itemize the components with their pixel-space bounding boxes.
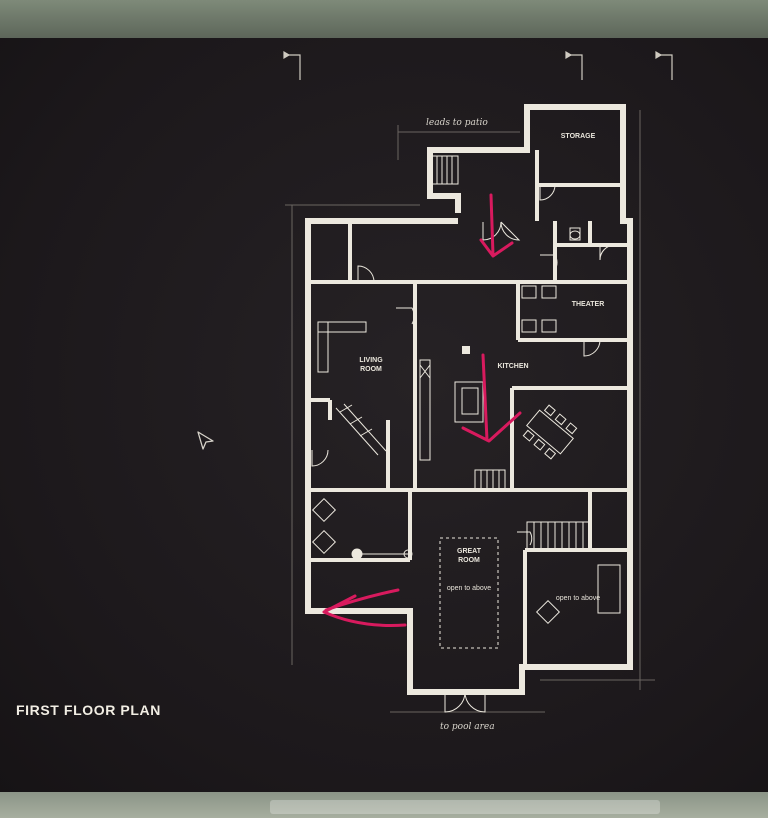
exterior-wall [305, 104, 633, 695]
section-marker-a [284, 54, 301, 80]
monitor-brand-plate [270, 800, 660, 814]
monitor-bezel-top [0, 0, 768, 40]
note-to-pool-area: to pool area [440, 722, 495, 732]
plan-title: FIRST FLOOR PLAN [16, 702, 161, 718]
annotation-arrow-3 [322, 588, 407, 627]
note-side-open: open to above [555, 595, 601, 602]
annotation-arrow-1 [479, 193, 514, 258]
room-label-great-room: GREAT ROOM [457, 548, 481, 564]
note-leads-to-patio: leads to patio [426, 118, 488, 128]
annotation-arrow-2 [461, 353, 522, 443]
note-great-room-open: open to above [446, 585, 492, 592]
room-label-living-room: LIVING ROOM [359, 357, 383, 373]
section-marker-b [566, 54, 583, 80]
room-label-storage: STORAGE [560, 133, 596, 140]
section-marker-c [656, 54, 673, 80]
monitor-bezel-bottom [0, 792, 768, 818]
room-label-kitchen: KITCHEN [497, 363, 529, 370]
mouse-cursor-icon [196, 430, 216, 457]
room-label-theater: THEATER [571, 301, 605, 308]
